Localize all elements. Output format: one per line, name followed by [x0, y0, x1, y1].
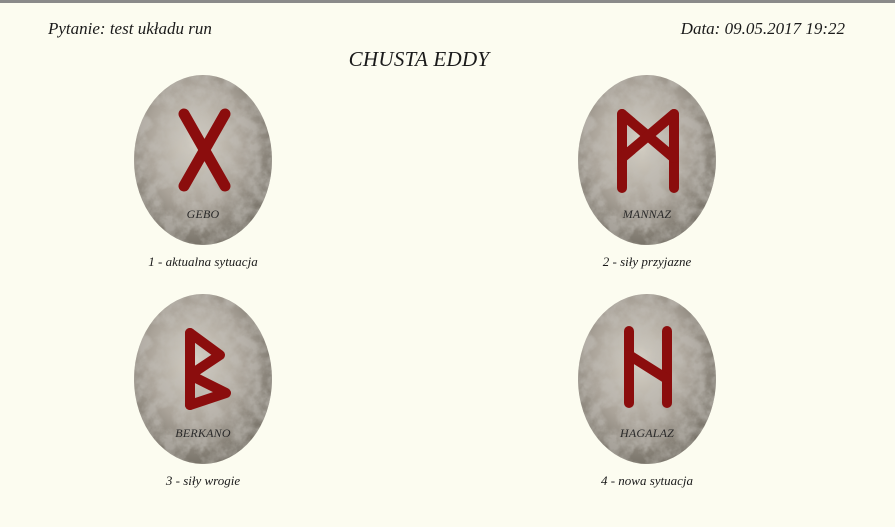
position-label: 1 - aktualna sytuacja	[128, 254, 278, 270]
rune-card-1: GEBO 1 - aktualna sytuacja	[128, 74, 278, 270]
position-label: 3 - siły wrogie	[128, 473, 278, 489]
rune-stone: HAGALAZ	[577, 293, 717, 465]
rune-card-4: HAGALAZ 4 - nowa sytuacja	[572, 293, 722, 489]
rune-stone: MANNAZ	[577, 74, 717, 246]
rune-name: MANNAZ	[577, 207, 717, 222]
spread-title: CHUSTA EDDY	[0, 47, 838, 72]
rune-card-3: BERKANO 3 - siły wrogie	[128, 293, 278, 489]
rune-name: HAGALAZ	[577, 426, 717, 441]
date-text: Data: 09.05.2017 19:22	[681, 19, 845, 39]
top-divider	[0, 0, 895, 3]
rune-stone: BERKANO	[133, 293, 273, 465]
rune-stone: GEBO	[133, 74, 273, 246]
question-text: Pytanie: test układu run	[48, 19, 212, 39]
rune-name: GEBO	[133, 207, 273, 222]
position-label: 4 - nowa sytuacja	[572, 473, 722, 489]
position-label: 2 - siły przyjazne	[572, 254, 722, 270]
rune-card-2: MANNAZ 2 - siły przyjazne	[572, 74, 722, 270]
rune-name: BERKANO	[133, 426, 273, 441]
